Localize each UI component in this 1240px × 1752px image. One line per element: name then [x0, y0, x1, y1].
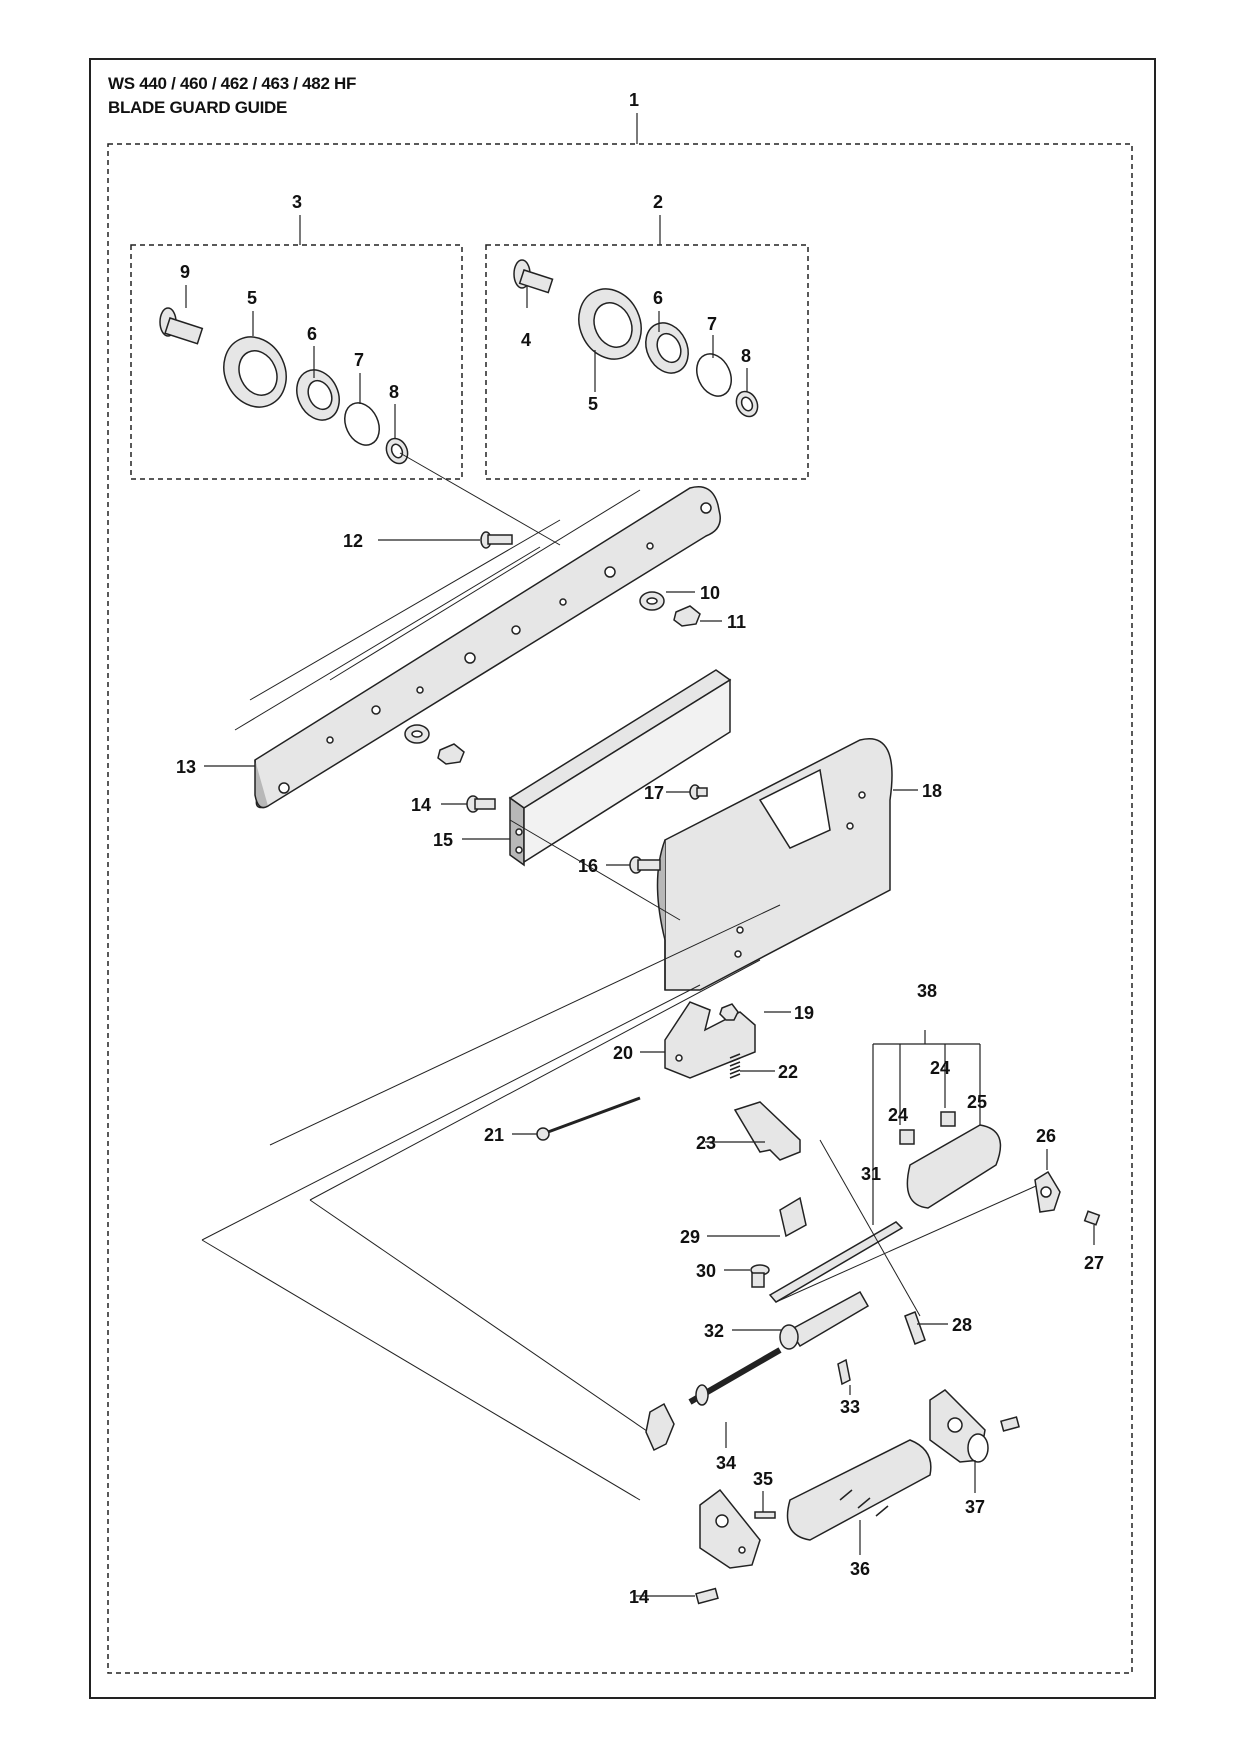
screw-24b — [940, 1111, 956, 1127]
assembly-3-box — [130, 244, 463, 480]
wheel-assembly-left — [159, 307, 409, 465]
callout-6a: 6 — [307, 324, 317, 344]
clamp-32 — [788, 1290, 870, 1348]
callout-24b: 24 — [888, 1105, 908, 1125]
nut-11 — [673, 605, 701, 627]
callout-11: 11 — [727, 612, 746, 632]
callout-37: 37 — [965, 1497, 985, 1517]
assembly-1-box — [107, 143, 1133, 1674]
callout-8a: 8 — [389, 382, 399, 402]
callout-13: 13 — [176, 757, 196, 777]
callout-23: 23 — [696, 1133, 716, 1153]
handle-36 — [786, 1439, 932, 1541]
spring-22 — [729, 1053, 741, 1079]
callout-22: 22 — [778, 1062, 798, 1082]
callout-38: 38 — [917, 981, 937, 1001]
callout-5a: 5 — [247, 288, 257, 308]
screw-33 — [837, 1358, 851, 1386]
snap-ring-7 — [344, 402, 380, 446]
roller-25 — [906, 1124, 1002, 1209]
callout-2: 2 — [653, 192, 663, 212]
screw-28 — [904, 1311, 926, 1345]
callout-28: 28 — [952, 1315, 972, 1335]
screw-14-bottom — [695, 1587, 719, 1605]
snap-ring-7b — [696, 353, 732, 397]
callout-6b: 6 — [653, 288, 663, 308]
callout-5b: 5 — [588, 394, 598, 414]
shaft-34 — [645, 1347, 782, 1452]
handle-assembly — [695, 1389, 1020, 1605]
section-title: BLADE GUARD GUIDE — [108, 98, 288, 117]
hardware-rail — [404, 531, 701, 765]
callout-35: 35 — [753, 1469, 773, 1489]
callout-20: 20 — [613, 1043, 633, 1063]
callout-12: 12 — [343, 531, 363, 551]
callout-14b: 14 — [629, 1587, 649, 1607]
callout-30: 30 — [696, 1261, 716, 1281]
pin-21 — [536, 1127, 550, 1141]
guide-rail-13 — [254, 486, 721, 809]
bracket-15 — [508, 669, 732, 867]
callout-7a: 7 — [354, 350, 364, 370]
callout-15: 15 — [433, 830, 453, 850]
callout-19: 19 — [794, 1003, 814, 1023]
nut-19 — [719, 1003, 739, 1021]
screw-27 — [1083, 1210, 1101, 1226]
leader-lines — [185, 285, 1095, 1597]
callout-27: 27 — [1084, 1253, 1104, 1273]
drawing-frame — [89, 58, 1156, 1699]
callout-25: 25 — [967, 1092, 987, 1112]
lock-assembly — [536, 1001, 801, 1161]
assembly-2-box — [485, 244, 809, 480]
callout-1: 1 — [629, 90, 639, 110]
housing-20 — [664, 1001, 756, 1079]
callout-7b: 7 — [707, 314, 717, 334]
callout-16: 16 — [578, 856, 598, 876]
screw-top-right — [1000, 1416, 1020, 1432]
callout-9: 9 — [180, 262, 190, 282]
callouts: 1 2 3 9 5 6 7 8 4 5 6 7 8 12 10 11 13 14… — [176, 90, 1104, 1607]
latch-23 — [733, 1101, 801, 1161]
callout-4: 4 — [521, 330, 531, 350]
callout-31: 31 — [861, 1164, 881, 1184]
callout-14a: 14 — [411, 795, 431, 815]
plate-left — [699, 1488, 761, 1569]
callout-32: 32 — [704, 1321, 724, 1341]
callout-29: 29 — [680, 1227, 700, 1247]
callout-36: 36 — [850, 1559, 870, 1579]
callout-24a: 24 — [930, 1058, 950, 1078]
callout-33: 33 — [840, 1397, 860, 1417]
clamp-parts — [750, 1196, 926, 1386]
block-29 — [779, 1196, 807, 1238]
callout-26: 26 — [1036, 1126, 1056, 1146]
callout-34: 34 — [716, 1453, 736, 1473]
roller-parts — [899, 1111, 1101, 1226]
pin-35 — [754, 1511, 776, 1519]
callout-21: 21 — [484, 1125, 504, 1145]
model-line: WS 440 / 460 / 462 / 463 / 482 HF — [108, 74, 357, 93]
wheel-assembly-right — [513, 259, 759, 418]
blade-guard-18 — [656, 738, 893, 991]
callout-8b: 8 — [741, 346, 751, 366]
screw-24a — [899, 1129, 915, 1145]
callout-18: 18 — [922, 781, 942, 801]
callout-17: 17 — [644, 783, 664, 803]
screws-guard — [466, 784, 708, 874]
callout-3: 3 — [292, 192, 302, 212]
callout-10: 10 — [700, 583, 720, 603]
plate-31 — [768, 1221, 904, 1303]
